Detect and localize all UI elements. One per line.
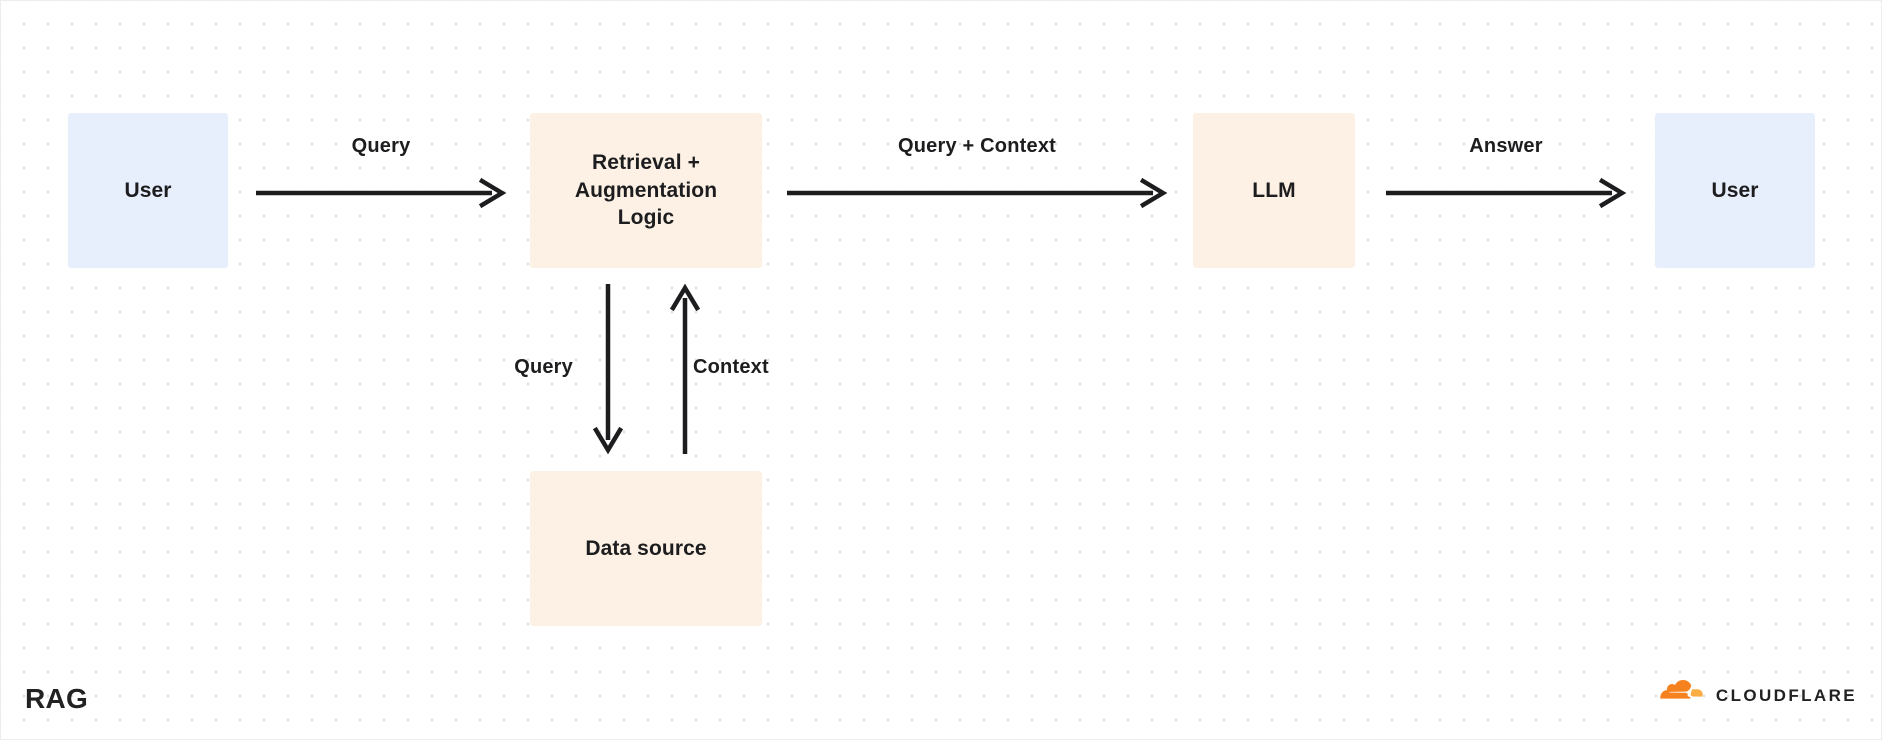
node-label: Retrieval + Augmentation Logic bbox=[575, 149, 717, 233]
node-retrieval-augmentation-logic[interactable]: Retrieval + Augmentation Logic bbox=[530, 113, 762, 268]
node-user-left[interactable]: User bbox=[68, 113, 228, 268]
cloudflare-cloud-icon bbox=[1652, 680, 1706, 711]
edge-label-query-user-to-retrieval: Query bbox=[351, 135, 411, 157]
node-user-right[interactable]: User bbox=[1655, 113, 1815, 268]
edge-answer-llm-to-user bbox=[1386, 177, 1627, 209]
cloudflare-logo: CLOUDFLARE bbox=[1652, 680, 1857, 711]
edge-label-query-down: Query bbox=[514, 356, 573, 378]
node-label: User bbox=[1711, 178, 1759, 202]
node-label: User bbox=[124, 178, 172, 202]
node-data-source[interactable]: Data source bbox=[530, 471, 762, 626]
edge-label-context-up: Context bbox=[693, 356, 769, 378]
node-label: Data source bbox=[585, 536, 707, 560]
node-label: LLM bbox=[1252, 178, 1296, 202]
node-label-line-1: Retrieval + bbox=[592, 150, 700, 174]
edge-query-retrieval-to-datasource bbox=[592, 284, 624, 455]
diagram-title: RAG bbox=[25, 683, 89, 714]
edge-label-answer: Answer bbox=[1469, 135, 1543, 157]
node-llm[interactable]: LLM bbox=[1193, 113, 1355, 268]
edge-query-context-retrieval-to-llm bbox=[787, 177, 1168, 209]
edge-context-datasource-to-retrieval bbox=[669, 283, 701, 454]
node-label-line-3: Logic bbox=[617, 206, 675, 230]
node-label-line-2: Augmentation bbox=[574, 178, 718, 202]
edge-label-query-context: Query + Context bbox=[897, 135, 1057, 157]
cloudflare-wordmark: CLOUDFLARE bbox=[1715, 685, 1857, 705]
edge-query-user-to-retrieval bbox=[256, 177, 507, 209]
